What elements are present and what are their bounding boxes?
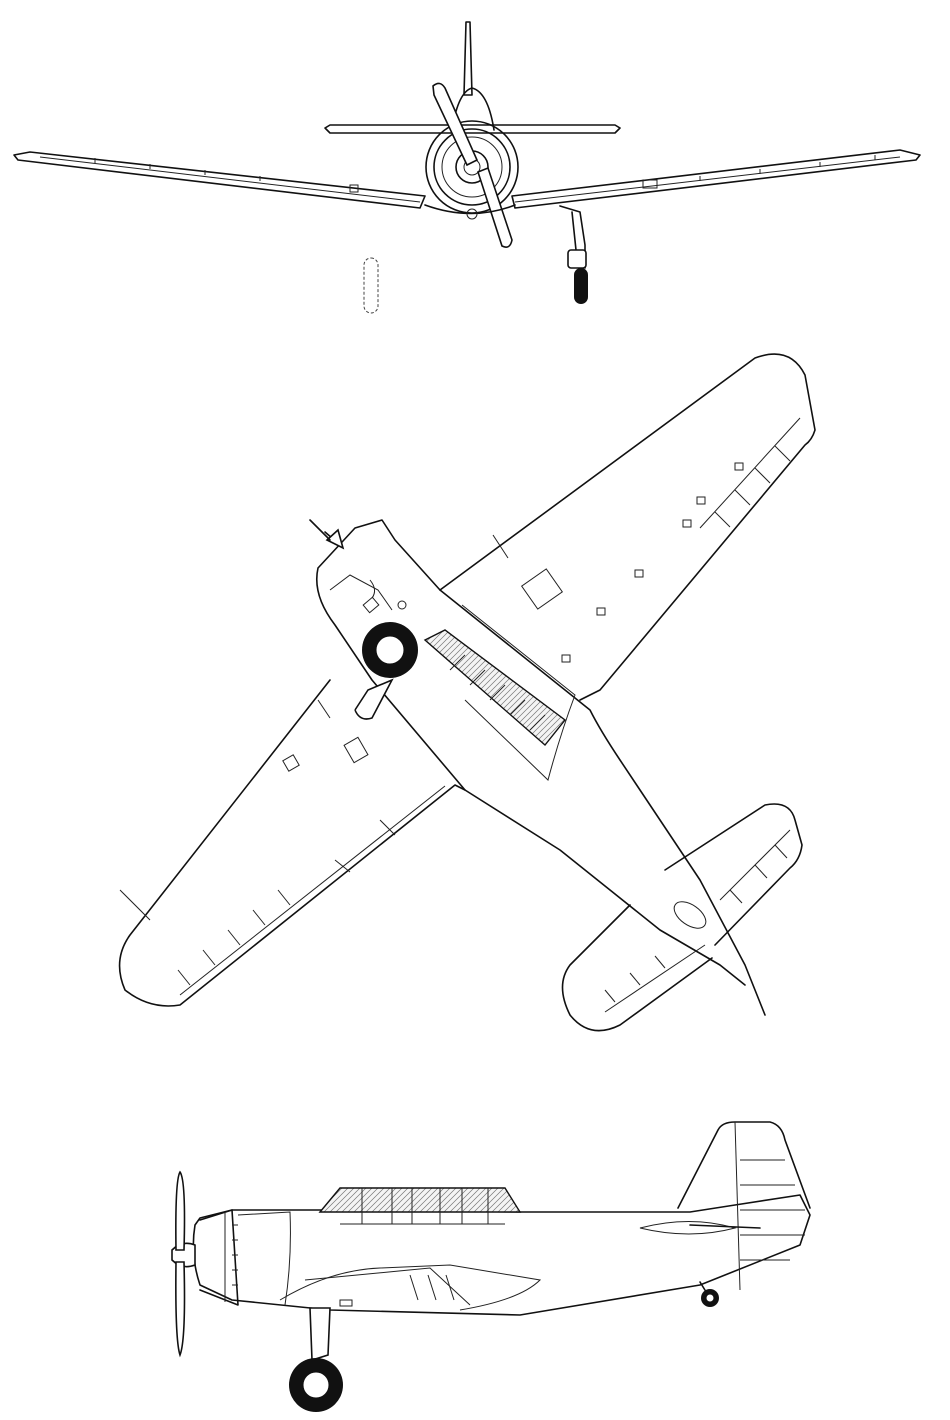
top-view-left-wing [118,679,466,1007]
side-view-cowling [199,1209,239,1306]
front-view-left-wing [13,151,426,209]
front-view [13,21,921,314]
side-view-canopy [318,1187,522,1213]
top-view-canopy [423,629,566,747]
side-view-landing-gear [309,1307,331,1362]
front-view-propeller [432,82,479,167]
top-view-right-wing [439,353,816,701]
side-view-fin [677,1121,811,1209]
top-view-fuselage [316,519,766,1016]
top-view-right-tailplane [664,803,803,946]
side-view-propeller [175,1170,186,1251]
top-view-left-tailplane [561,904,713,1032]
front-view-tailplane [324,124,621,134]
front-view-fin [463,21,473,96]
top-view [118,353,816,1032]
front-view-right-wing [511,149,921,209]
side-view [171,1121,811,1412]
